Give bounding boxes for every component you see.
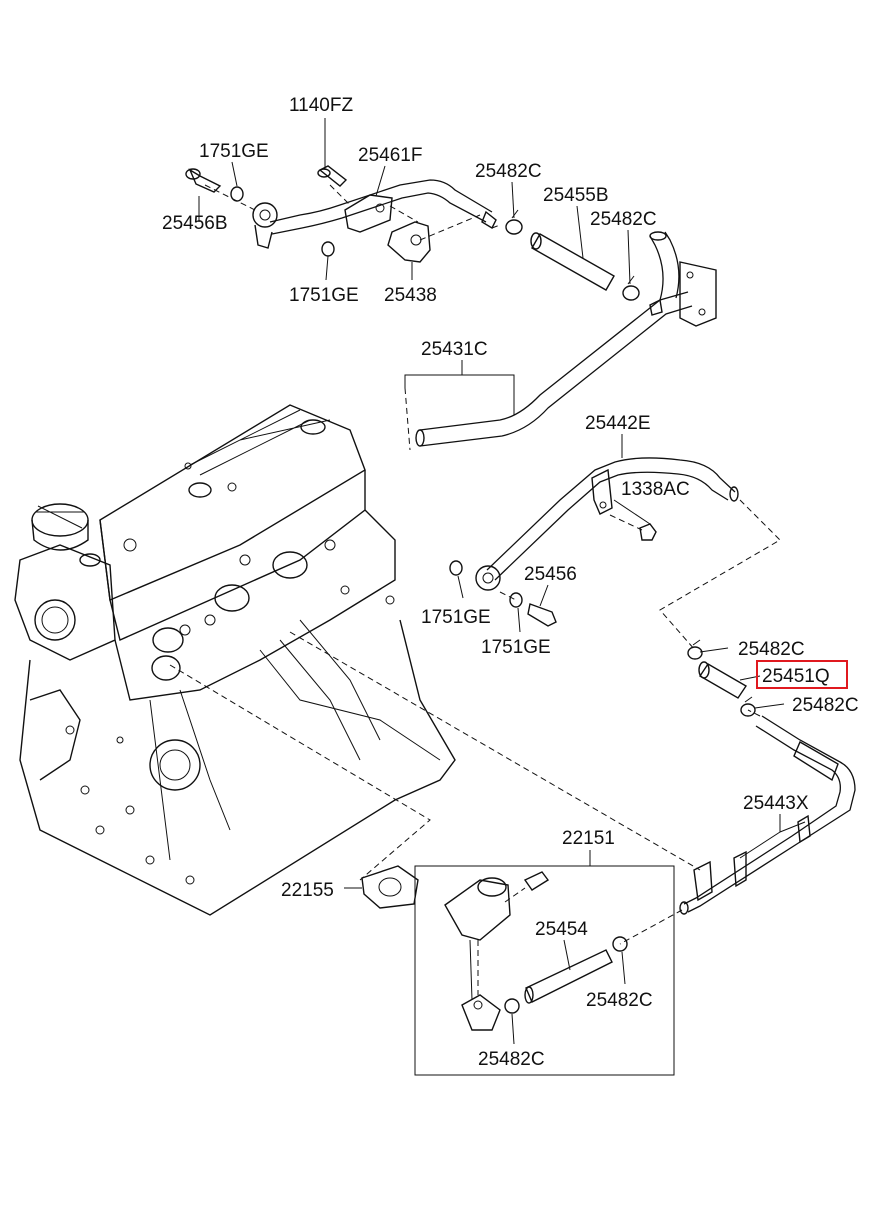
pipe-25461F (252, 179, 497, 263)
label-22155[interactable]: 22155 (281, 880, 334, 901)
label-25443X[interactable]: 25443X (743, 793, 809, 814)
label-25455B[interactable]: 25455B (543, 185, 609, 206)
hardware-top (185, 165, 640, 301)
highlight-box (756, 660, 848, 689)
pipe-25442E (449, 457, 739, 627)
label-25442E[interactable]: 25442E (585, 413, 651, 434)
label-22151[interactable]: 22151 (562, 828, 615, 849)
label-1751GE-right[interactable]: 1751GE (481, 637, 551, 658)
label-1751GE-top[interactable]: 1751GE (199, 141, 269, 162)
label-25482C-top-right[interactable]: 25482C (590, 209, 657, 230)
part-labels: 1140FZ 1751GE 25461F 25482C 25455B 25482… (162, 95, 859, 1070)
label-25461F[interactable]: 25461F (358, 145, 422, 166)
label-25482C-top-left[interactable]: 25482C (475, 161, 542, 182)
connection-lines (169, 184, 781, 995)
label-25456B[interactable]: 25456B (162, 213, 228, 234)
label-25431C[interactable]: 25431C (421, 339, 488, 360)
label-1140FZ[interactable]: 1140FZ (289, 95, 353, 116)
pipe-25431C (415, 231, 717, 447)
pipe-25443X (679, 715, 856, 915)
label-25451Q[interactable]: 25451Q (762, 666, 830, 687)
label-25454[interactable]: 25454 (535, 919, 588, 940)
label-1338AC[interactable]: 1338AC (621, 479, 690, 500)
label-25482C-box-bottom[interactable]: 25482C (478, 1049, 545, 1070)
label-25482C-lower[interactable]: 25482C (792, 695, 859, 716)
label-25482C-upper[interactable]: 25482C (738, 639, 805, 660)
hose-25451Q (687, 639, 756, 717)
label-1751GE-mid[interactable]: 1751GE (289, 285, 359, 306)
engine-block (14, 404, 456, 916)
leader-lines (198, 118, 806, 1045)
label-25482C-box-right[interactable]: 25482C (586, 990, 653, 1011)
label-1751GE-left[interactable]: 1751GE (421, 607, 491, 628)
label-25456[interactable]: 25456 (524, 564, 577, 585)
label-25438[interactable]: 25438 (384, 285, 437, 306)
assembly-box-22151 (361, 865, 675, 1076)
